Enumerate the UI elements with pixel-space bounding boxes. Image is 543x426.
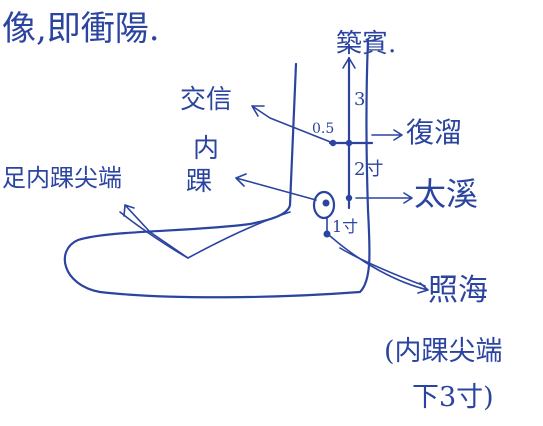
neihuai-label-bottom: 踝 xyxy=(186,167,212,197)
fuliu-label: 復溜 xyxy=(406,116,462,149)
zhaohai-point xyxy=(323,230,331,238)
zhubin-arrowhead xyxy=(342,57,356,69)
foot-arch xyxy=(339,247,426,287)
header-text: 像,即衝陽. xyxy=(2,9,160,49)
zuneihuaijianduan-label: 足内踝尖端 xyxy=(2,164,122,192)
taixi-label: 太溪 xyxy=(414,175,478,213)
measure-1cun: 1寸 xyxy=(332,217,358,236)
fuliu-arrow xyxy=(371,129,403,141)
zhaohai-label: 照海 xyxy=(428,273,488,308)
foot-contour xyxy=(119,211,291,259)
neihuai-arrow xyxy=(235,173,317,201)
zhaohai-arrow xyxy=(329,235,429,294)
fuliu-point xyxy=(345,139,353,147)
neihuai-point xyxy=(322,199,330,207)
measure-2cun: 2寸 xyxy=(354,159,383,180)
jiaoxin-label: 交信 xyxy=(180,85,232,115)
neihuai-bone xyxy=(312,190,336,220)
zhubin-label: 築賓. xyxy=(336,29,396,59)
leg-back-outline xyxy=(63,38,371,299)
zhaohai-note-line1: (内踝尖端 xyxy=(384,336,503,367)
jiaoxin-arrow xyxy=(251,105,334,144)
measure-0-5: 0.5 xyxy=(312,121,334,137)
taixi-arrow xyxy=(355,192,413,204)
neihuai-tip-arrow xyxy=(123,204,189,259)
measure-3: 3 xyxy=(354,89,365,110)
taixi-point xyxy=(345,194,353,202)
zhaohai-note-line2: 下3寸) xyxy=(412,382,494,413)
neihuai-label-top: 内 xyxy=(193,134,219,164)
